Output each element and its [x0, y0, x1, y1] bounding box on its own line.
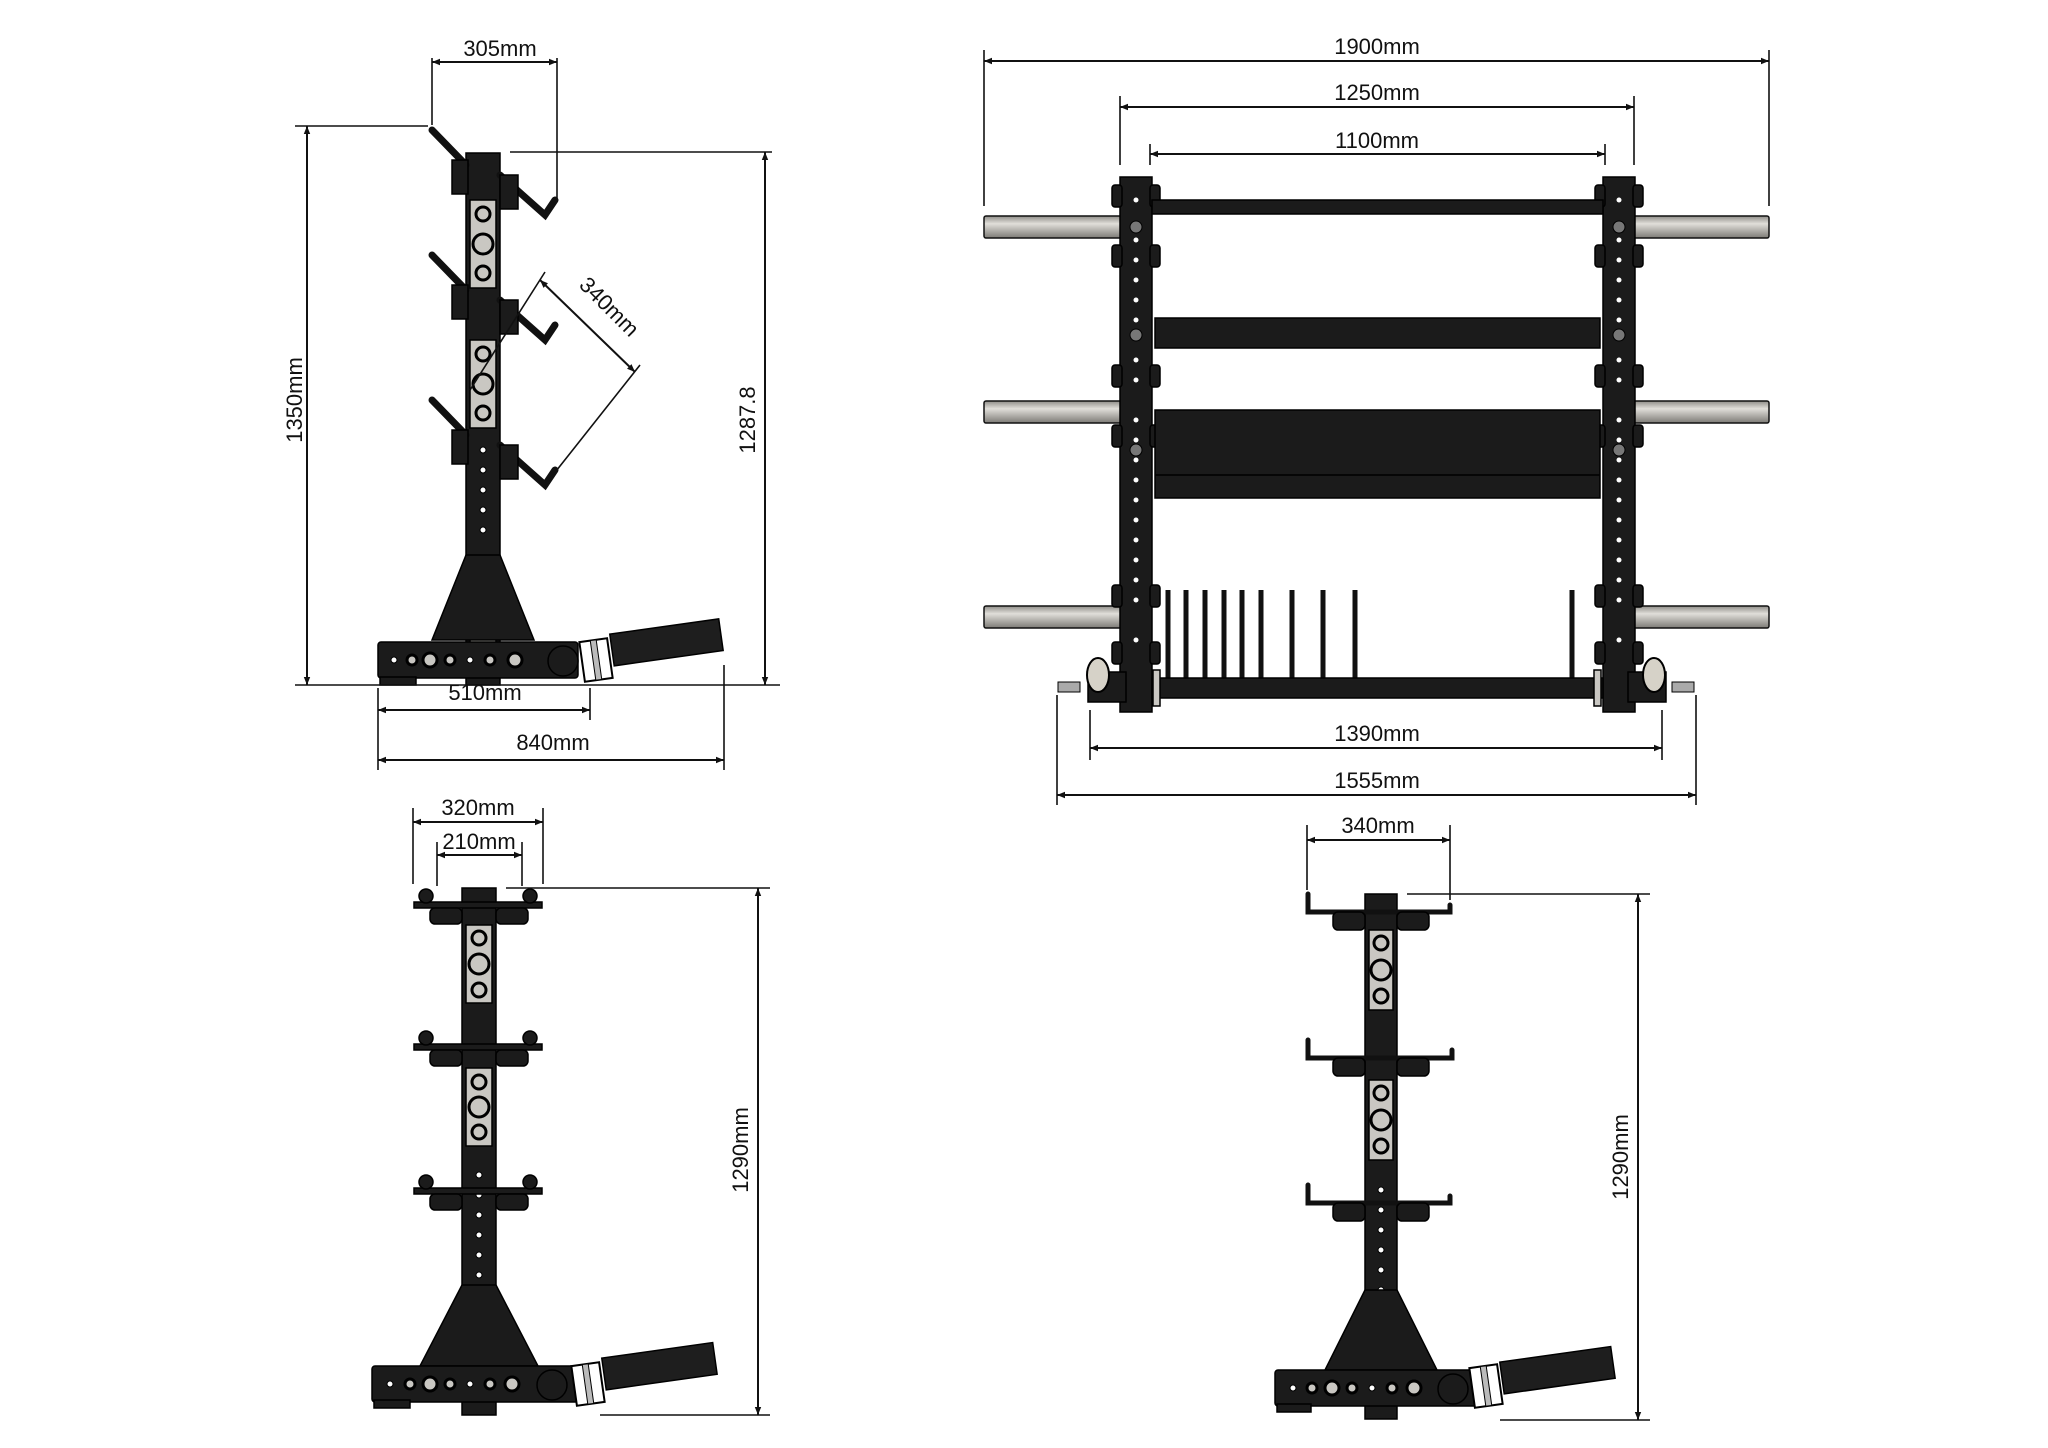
dim-overall-width: 1900mm: [1334, 34, 1420, 59]
dim-base-width: 1555mm: [1334, 768, 1420, 793]
dim-outer-post-width: 1250mm: [1334, 80, 1420, 105]
plate-pins: [1165, 590, 1575, 678]
dim-overall-height: 1350mm: [282, 357, 307, 443]
dim-arm-length: 340mm: [575, 272, 645, 342]
bar-holders: [983, 215, 1770, 629]
hook-arms: [1305, 891, 1455, 1206]
flat-arms: [413, 888, 543, 1211]
front-view: [983, 176, 1770, 713]
dim-outer-arm-span: 320mm: [441, 795, 514, 820]
dim-base-length: 510mm: [448, 680, 521, 705]
dim-hook-arm-span: 340mm: [1341, 813, 1414, 838]
dim-arm-span: 305mm: [463, 36, 536, 61]
dim-plate-pin-span: 1390mm: [1334, 721, 1420, 746]
dim-hook-height: 1290mm: [1608, 1114, 1633, 1200]
dim-overall-length: 840mm: [516, 730, 589, 755]
dim-inner-arm-span: 210mm: [442, 829, 515, 854]
side-view-hook-dimensions: 340mm 1290mm: [1306, 813, 1650, 1421]
side-view-hook: [1274, 891, 1616, 1420]
side-view-flat: [371, 887, 718, 1416]
dim-post-height: 1287.8: [735, 386, 760, 453]
front-view-dimensions: 1900mm 1250mm 1100mm 1390mm 1555mm: [983, 34, 1770, 805]
dim-flat-height: 1290mm: [728, 1107, 753, 1193]
dim-inner-post-width: 1100mm: [1335, 128, 1419, 153]
side-view-flat-dimensions: 320mm 210mm 1290mm: [412, 795, 770, 1416]
side-view-angled: [377, 126, 725, 686]
